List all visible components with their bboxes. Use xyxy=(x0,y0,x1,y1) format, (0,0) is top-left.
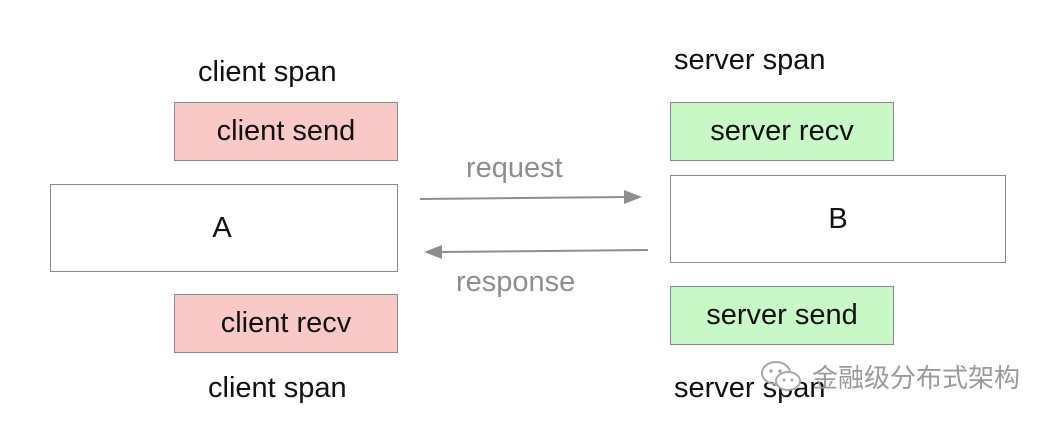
wechat-icon xyxy=(761,360,801,391)
request-arrow xyxy=(419,190,642,204)
watermark-text: 金融级分布式架构 xyxy=(812,363,1021,393)
client-span-top-label: client span xyxy=(198,56,337,88)
server-recv-label: server recv xyxy=(710,115,854,147)
node-a-label: A xyxy=(212,211,232,244)
client-send-box: client send xyxy=(174,102,398,161)
client-send-label: client send xyxy=(216,115,356,147)
node-b-label: B xyxy=(828,202,848,235)
response-arrow xyxy=(424,245,649,259)
server-send-box: server send xyxy=(670,286,894,345)
client-recv-box: client recv xyxy=(174,294,398,353)
client-span-bottom-label: client span xyxy=(208,372,347,404)
node-b-box: B xyxy=(670,175,1006,263)
server-send-label: server send xyxy=(706,299,858,331)
watermark: 金融级分布式架构 xyxy=(760,358,1020,395)
request-label: request xyxy=(466,152,563,184)
server-recv-box: server recv xyxy=(670,102,894,161)
response-label: response xyxy=(456,266,576,298)
server-span-top-label: server span xyxy=(674,44,826,76)
node-a-box: A xyxy=(50,184,398,272)
client-recv-label: client recv xyxy=(220,307,352,339)
